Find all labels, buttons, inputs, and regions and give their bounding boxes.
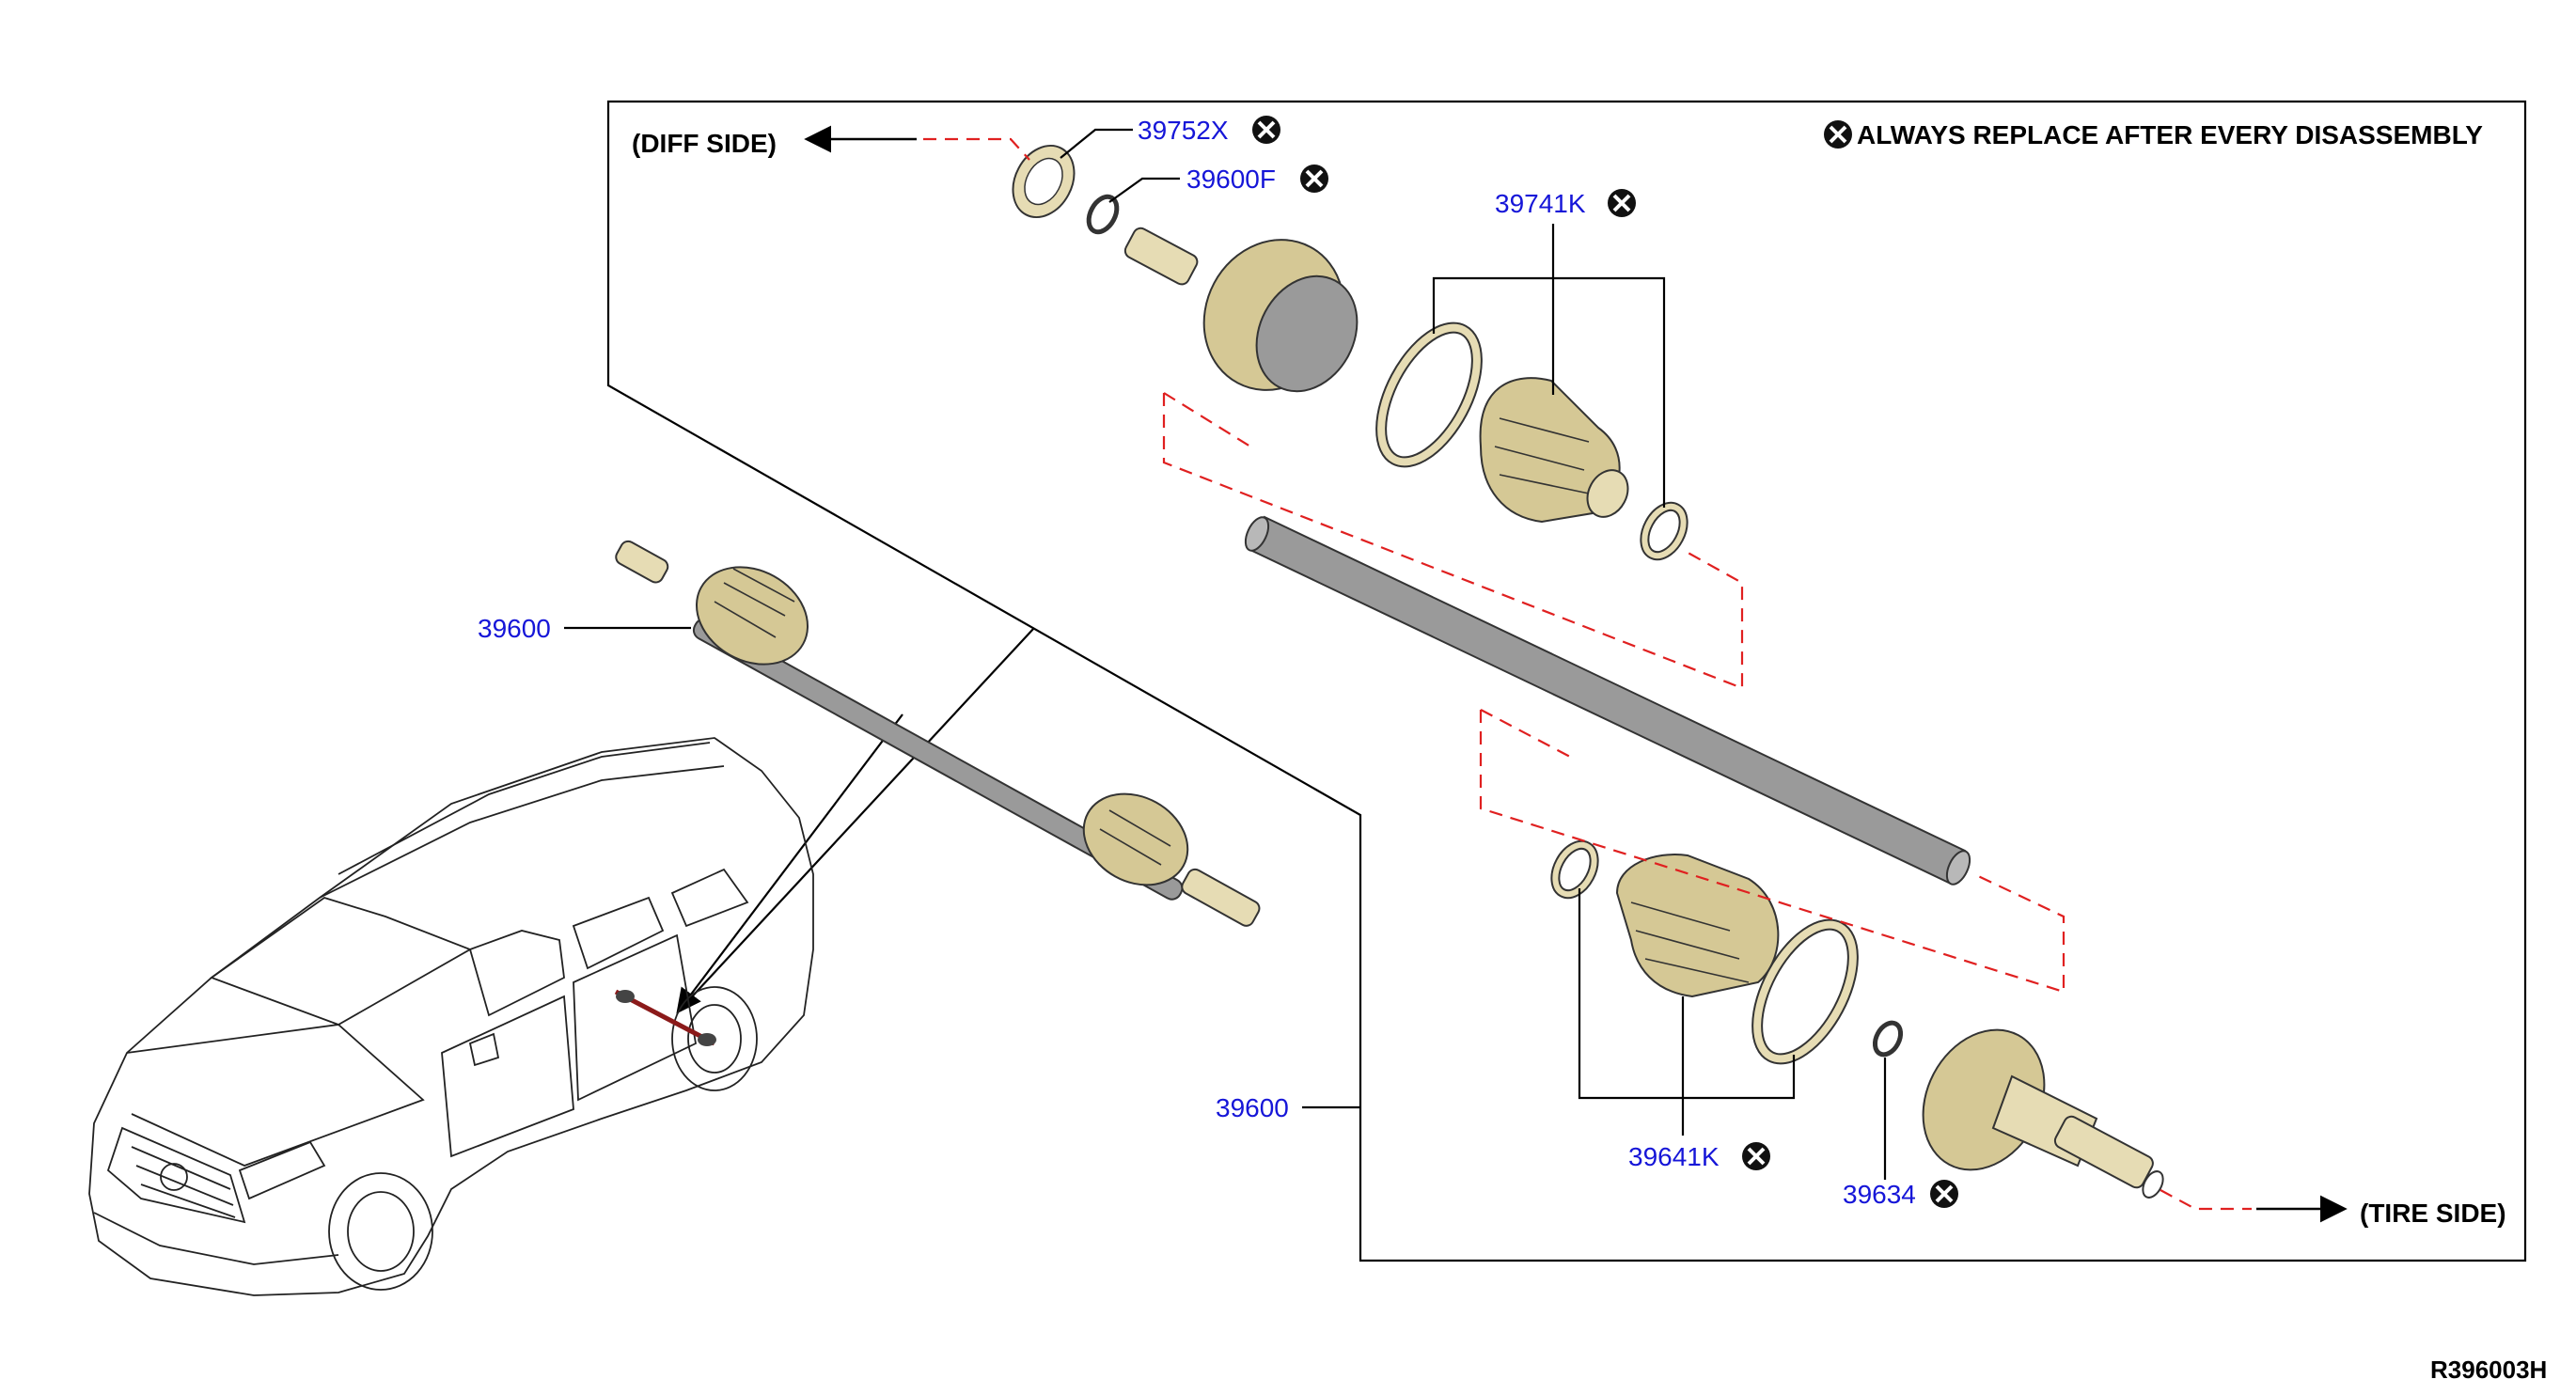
part-39600F: 39600F bbox=[1186, 165, 1276, 194]
hidden-line-upper-box bbox=[1162, 393, 1744, 690]
part-39752X: 39752X bbox=[1138, 116, 1229, 145]
replace-note: ALWAYS REPLACE AFTER EVERY DISASSEMBLY bbox=[1857, 120, 2483, 149]
diff-side-label: (DIFF SIDE) bbox=[632, 129, 777, 158]
diff-circlip bbox=[1086, 194, 1120, 235]
part-39600-upper: 39600 bbox=[478, 614, 551, 643]
drive-shaft-bar bbox=[1244, 515, 1971, 886]
replace-mark-icon bbox=[1298, 163, 1330, 195]
replace-mark-icon bbox=[1606, 187, 1638, 219]
frame-leader-line bbox=[683, 627, 1035, 1007]
part-39641K: 39641K bbox=[1628, 1142, 1720, 1171]
hidden-line-upper-box-2 bbox=[1163, 392, 1251, 447]
leader-39752X bbox=[1060, 128, 1133, 159]
leader-39741K bbox=[1432, 224, 1666, 508]
frame-leader-arrow bbox=[676, 713, 903, 1014]
outer-joint bbox=[1922, 1028, 2164, 1199]
tire-side-label: (TIRE SIDE) bbox=[2360, 1199, 2506, 1228]
part-39600-lower: 39600 bbox=[1216, 1093, 1289, 1122]
part-39741K: 39741K bbox=[1495, 189, 1586, 218]
hidden-line-tire bbox=[2160, 1189, 2252, 1211]
part-39634: 39634 bbox=[1843, 1180, 1916, 1209]
leader-39641K bbox=[1578, 888, 1796, 1136]
replace-mark-icon bbox=[1250, 114, 1282, 146]
hidden-line-diff bbox=[923, 137, 1030, 161]
shaft-assembly-overview bbox=[615, 540, 1261, 927]
leader-39600F bbox=[1108, 177, 1180, 203]
replace-mark-icon bbox=[1928, 1178, 1960, 1210]
reference-code: R396003H bbox=[2430, 1356, 2547, 1384]
replace-mark-icon bbox=[1740, 1140, 1772, 1172]
wheel-circlip bbox=[1872, 1020, 1904, 1058]
hidden-line-lower-box-2 bbox=[1480, 709, 1571, 758]
inner-joint-housing bbox=[1123, 227, 1359, 393]
inner-boot bbox=[1479, 377, 1629, 524]
vehicle-illustration bbox=[88, 737, 814, 1296]
hidden-line-lower-box bbox=[1479, 710, 2066, 994]
replace-mark-icon bbox=[1822, 118, 1854, 150]
exploded-view-frame bbox=[606, 100, 2527, 1262]
